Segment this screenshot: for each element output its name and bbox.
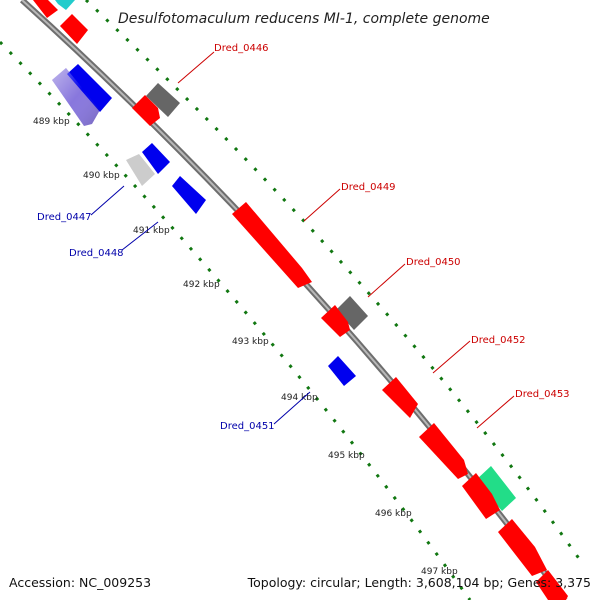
tick-label-497: 497 kbp [421, 567, 458, 577]
gene-feature-red-lower-a [462, 473, 500, 519]
accession-text: Accession: NC_009253 [9, 575, 152, 590]
tick-label-494: 494 kbp [281, 393, 318, 403]
map-title: Desulfotomaculum reducens MI-1, complete… [118, 11, 490, 27]
gene-feature-dred-0446 [146, 83, 180, 117]
tick-label-496: 496 kbp [375, 509, 412, 519]
gc-content-tracks [0, 0, 582, 600]
tick-label-491: 491 kbp [133, 226, 170, 236]
gene-label-dred-0449[interactable]: Dred_0449 [341, 182, 396, 193]
gene-label-dred-0447[interactable]: Dred_0447 [37, 212, 92, 223]
gene-feature-red-lower-b [498, 519, 547, 576]
topology-text: Topology: circular; Length: 3,608,104 bp… [247, 575, 591, 590]
tick-label-489: 489 kbp [33, 117, 70, 127]
tick-label-490: 490 kbp [83, 171, 120, 181]
leader-dred-0450 [367, 263, 406, 298]
kbp-ticks: 489 kbp 490 kbp 491 kbp 492 kbp 493 kbp … [33, 117, 458, 577]
gene-label-dred-0446[interactable]: Dred_0446 [214, 43, 269, 54]
tick-label-495: 495 kbp [328, 451, 365, 461]
gene-feature-cyan-partial [55, 0, 75, 10]
tick-label-492: 492 kbp [183, 280, 220, 290]
gene-label-dred-0451[interactable]: Dred_0451 [220, 421, 275, 432]
gene-feature-red-top-a [33, 0, 58, 18]
gene-label-dred-0450[interactable]: Dred_0450 [406, 257, 461, 268]
tick-label-493: 493 kbp [232, 337, 269, 347]
feature-shine [52, 68, 100, 126]
gene-feature-dred-0450 [336, 296, 368, 330]
gene-labels: Dred_0446 Dred_0447 Dred_0448 Dred_0449 … [37, 43, 570, 432]
gene-feature-dred-0453 [419, 423, 468, 479]
leader-dred-0448 [121, 221, 159, 251]
gene-feature-dred-0451 [328, 356, 356, 386]
gene-feature-dred-0449 [232, 202, 312, 288]
leader-dred-0449 [303, 188, 341, 222]
gene-feature-dred-0448 [172, 176, 206, 214]
gene-label-dred-0448[interactable]: Dred_0448 [69, 248, 124, 259]
leader-dred-0447 [90, 185, 125, 216]
gc-track-outer [84, 0, 582, 561]
gene-feature-dred-0452 [382, 377, 418, 418]
gene-label-dred-0452[interactable]: Dred_0452 [471, 335, 526, 346]
gene-feature-red-0450b [321, 305, 350, 337]
gene-feature-red-top-b [60, 14, 88, 44]
gc-track-inner [0, 40, 472, 600]
leader-dred-0451 [273, 391, 311, 425]
leader-dred-0453 [476, 395, 515, 429]
gene-feature-red-small [132, 95, 160, 126]
gene-feature-red-bottom-partial [536, 570, 568, 600]
leader-dred-0452 [432, 340, 471, 374]
gene-feature-rna-green [476, 466, 516, 511]
gene-feature-blue-0447b [142, 143, 170, 174]
gene-feature-blue-a [67, 64, 112, 112]
leader-dred-0446 [177, 51, 215, 84]
gene-feature-dred-0447 [126, 154, 155, 186]
gene-label-dred-0453[interactable]: Dred_0453 [515, 389, 570, 400]
